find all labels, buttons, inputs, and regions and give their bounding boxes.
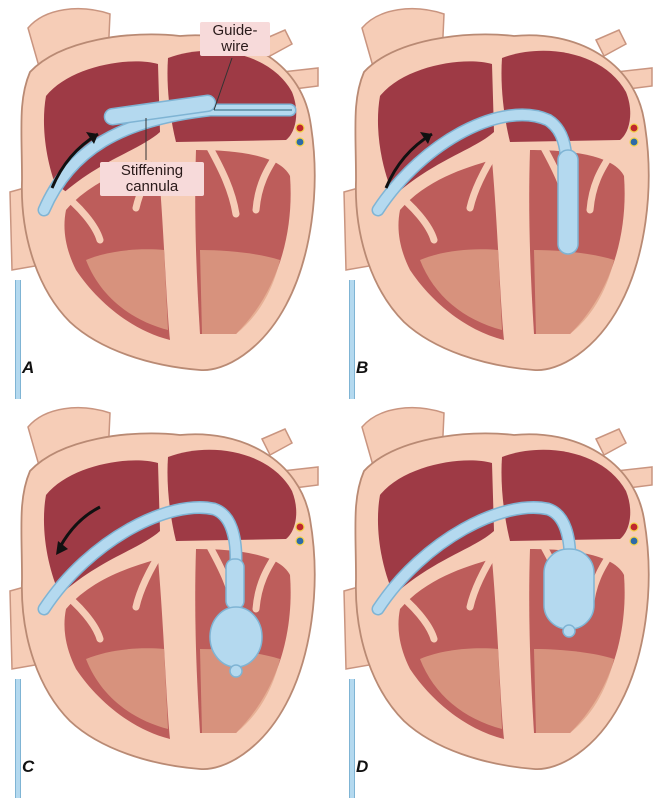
heart-diagram-b — [334, 0, 668, 399]
pulmonary-vein-upper — [262, 429, 292, 455]
coronary-artery-dot — [296, 124, 304, 132]
coronary-vein-dot — [630, 537, 638, 545]
coronary-artery-dot — [630, 523, 638, 531]
stiffening-cannula-label: Stiffening cannula — [100, 162, 204, 196]
panel-a: A Guide- wire Stiffening cannula — [0, 0, 334, 399]
heart-diagram-d — [334, 399, 668, 798]
balloon-inflated — [544, 549, 594, 629]
coronary-vein-dot — [630, 138, 638, 146]
coronary-vein-dot — [296, 537, 304, 545]
heart-diagram-a — [0, 0, 334, 399]
balloon-inflating — [210, 607, 262, 667]
guidewire-label: Guide- wire — [200, 22, 270, 56]
panel-letter-b: B — [356, 358, 368, 378]
panel-letter-a: A — [22, 358, 34, 378]
coronary-artery-dot — [296, 523, 304, 531]
coronary-vein-dot — [296, 138, 304, 146]
pulmonary-vein-upper — [596, 30, 626, 56]
heart-diagram-c — [0, 399, 334, 798]
balloon-tip — [563, 625, 575, 637]
balloon-neck — [226, 559, 244, 609]
panel-d: D — [334, 399, 668, 798]
coronary-artery-dot — [630, 124, 638, 132]
panel-b: B — [334, 0, 668, 399]
balloon-tip — [230, 665, 242, 677]
panel-c: C — [0, 399, 334, 798]
panel-letter-d: D — [356, 757, 368, 777]
panel-letter-c: C — [22, 757, 34, 777]
balloon-collapsed — [558, 150, 578, 254]
pulmonary-vein-upper — [596, 429, 626, 455]
